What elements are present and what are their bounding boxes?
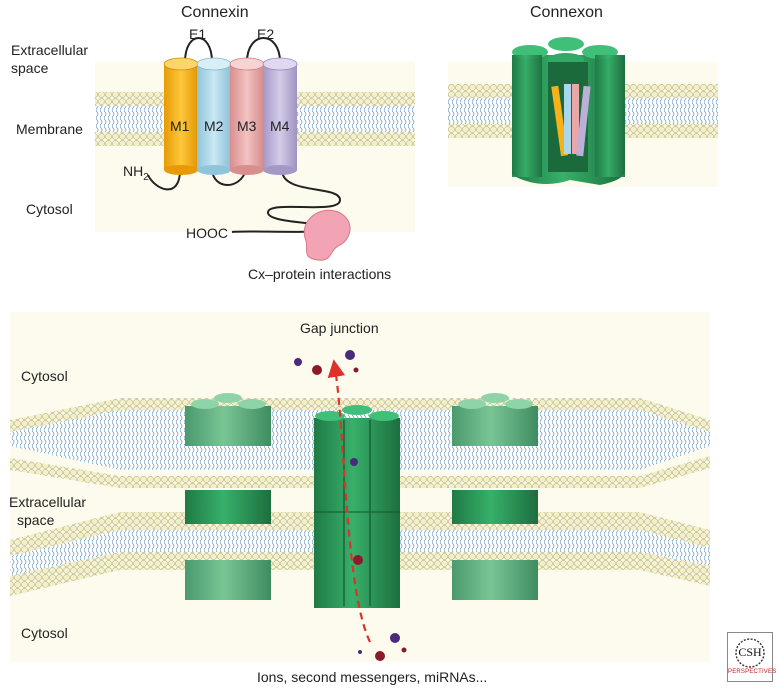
logo-subtext: PERSPECTIVES [728,669,777,675]
n-terminus-label: NH2 [123,163,149,183]
loop-e2-label: E2 [257,26,275,42]
transmembrane-m3 [229,57,265,175]
mini-m2 [564,84,571,154]
c-terminus-label: HOOC [186,225,228,241]
interaction-label: Cx–protein interactions [248,266,392,282]
molecule [353,367,359,373]
extracellular-bottom-line1: Extracellular [9,494,87,510]
transport-caption: Ions, second messengers, miRNAs... [257,669,488,685]
connexon-title: Connexon [530,4,603,21]
gap-junction-panel [10,312,710,662]
loop-e1-label: E1 [189,26,207,42]
segment-m2-label: M2 [204,118,224,134]
extracellular-label-line2: space [11,60,49,76]
connexin-panel [95,37,415,261]
csh-perspectives-logo: CSH PERSPECTIVES [727,632,777,682]
transmembrane-m4 [262,57,298,175]
transmembrane-m2 [196,57,232,175]
partner-protein-blob [303,209,351,261]
logo-emblem-icon [735,638,765,668]
molecule [353,555,363,565]
central-channel [314,405,400,608]
gap-junction-title: Gap junction [300,320,379,336]
molecule [390,633,400,643]
molecule [345,350,355,360]
right-connexon-pair [452,393,538,600]
transmembrane-m1 [163,57,199,175]
cytosol-label-lower: Cytosol [21,625,68,641]
segment-m3-label: M3 [237,118,257,134]
cytosol-label-top: Cytosol [26,201,73,217]
mini-m1 [551,85,568,157]
molecule [358,650,362,654]
segment-m4-label: M4 [270,118,290,134]
logo-text: CSH [738,645,762,659]
extracellular-bottom-line2: space [17,512,55,528]
connexon-panel [448,37,718,187]
connexin-title: Connexin [181,4,249,21]
left-connexon-pair [185,393,271,600]
molecule [312,365,322,375]
molecule [350,458,358,466]
connexon-hexamer [512,37,625,185]
transport-arrow-up [327,359,371,643]
n-terminus-tail [147,169,181,191]
cytosol-label-upper: Cytosol [21,368,68,384]
mini-m3 [572,84,579,154]
extracellular-label-line1: Extracellular [11,42,89,58]
segment-m1-label: M1 [170,118,190,134]
membrane-label: Membrane [16,121,83,137]
molecule [401,647,407,653]
loop-e2 [246,37,281,63]
molecule [294,358,302,366]
mini-m4 [576,85,591,157]
molecule [375,651,385,661]
loop-e1 [184,37,213,63]
